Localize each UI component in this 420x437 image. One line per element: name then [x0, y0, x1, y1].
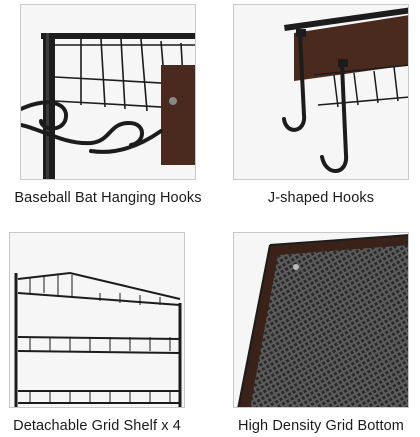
feature-caption: J-shaped Hooks: [267, 190, 375, 206]
feature-caption: Baseball Bat Hanging Hooks: [14, 190, 202, 206]
feature-photo-grid-shelf: [9, 232, 185, 408]
feature-photo-j-hooks: [233, 4, 409, 180]
feature-caption: Detachable Grid Shelf x 4: [13, 418, 181, 434]
feature-photo-bat-hooks: [20, 4, 196, 180]
j-hooks-photo-icon: [234, 5, 408, 179]
feature-caption: High Density Grid Bottom: [238, 418, 404, 434]
grid-bottom-photo-icon: [234, 233, 408, 407]
feature-photo-grid-bottom: [233, 232, 409, 408]
grid-shelf-photo-icon: [10, 233, 184, 407]
bat-hooks-photo-icon: [21, 5, 195, 179]
